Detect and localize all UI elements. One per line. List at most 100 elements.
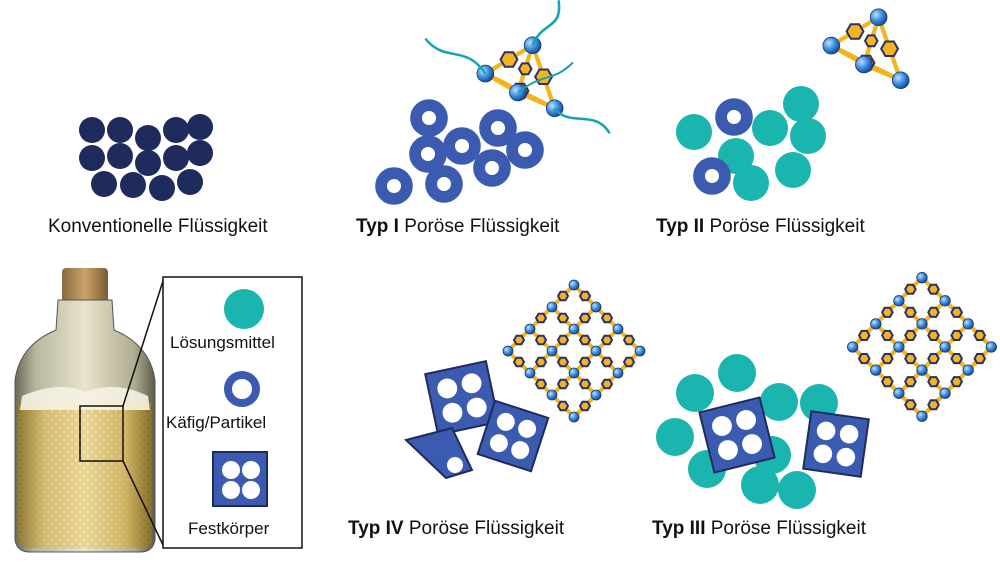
cage-particle (425, 165, 463, 203)
framework-linker (622, 334, 636, 346)
framework-linker (578, 378, 592, 390)
solid-pore (816, 421, 836, 441)
solvent-molecule (187, 114, 213, 140)
caption-type3-suffix: Poröse Flüssigkeit (705, 518, 866, 539)
solid-pore (836, 447, 856, 467)
framework-linker (950, 353, 964, 365)
framework-linker (556, 356, 570, 368)
solvent-molecule (760, 383, 798, 421)
solvent-molecule (107, 117, 133, 143)
framework-linker (512, 356, 526, 368)
framework-linker (904, 376, 917, 388)
cage-particle (443, 127, 481, 165)
solvent-molecule (718, 354, 756, 392)
framework-linker (973, 353, 987, 365)
type3-mixture-cluster (656, 354, 870, 509)
type2-cage-molecule (822, 8, 910, 90)
framework-linker (927, 329, 940, 341)
framework-linker (880, 353, 894, 365)
porous-solid-particle (698, 396, 776, 474)
framework-linker (880, 329, 894, 341)
solvent-molecule (163, 145, 189, 171)
caption-type3: Typ III Poröse Flüssigkeit (652, 518, 866, 540)
solvent-molecule (135, 125, 161, 151)
framework-linker (622, 356, 636, 368)
solvent-molecule (676, 114, 712, 150)
framework-node (634, 345, 646, 357)
solvent-molecule (733, 165, 769, 201)
caption-type1-suffix: Poröse Flüssigkeit (398, 216, 560, 237)
solvent-molecule (149, 175, 175, 201)
framework-linker (880, 376, 894, 388)
cage-linker (517, 62, 533, 76)
solid-pore (839, 424, 859, 444)
cage-particle (375, 167, 413, 205)
solvent-molecule (135, 150, 161, 176)
cage-particle (693, 157, 731, 195)
framework-linker (904, 399, 917, 411)
framework-linker (556, 400, 570, 412)
framework-node (568, 367, 580, 379)
framework-linker (578, 290, 592, 302)
framework-linker (927, 306, 940, 318)
cage-particle (410, 99, 448, 137)
type3-framework-icon (847, 272, 997, 422)
solvent-molecule (177, 169, 203, 195)
framework-node (939, 295, 951, 307)
framework-node (502, 345, 514, 357)
alkyl-chain (424, 37, 487, 75)
porous-solid-particle (476, 399, 550, 473)
framework-node (524, 323, 536, 335)
solvent-molecule (79, 117, 105, 143)
alkyl-chain (553, 107, 611, 134)
conventional-liquid-cluster (79, 114, 213, 201)
framework-node (568, 279, 580, 291)
framework-linker (950, 329, 964, 341)
caption-conventional: Konventionelle Flüssigkeit (48, 216, 268, 237)
framework-linker (904, 283, 917, 295)
framework-linker (512, 334, 526, 346)
type4-solid-fragments (404, 360, 550, 480)
cage-particle (715, 98, 753, 136)
framework-linker (600, 334, 614, 346)
solid-fragment (404, 426, 474, 480)
solid-pore (437, 378, 458, 399)
solid-pore (742, 434, 762, 454)
framework-node (916, 410, 928, 422)
solid-pore (718, 440, 738, 460)
framework-linker (578, 312, 592, 324)
framework-linker (578, 356, 592, 368)
framework-linker (904, 353, 917, 365)
framework-linker (904, 329, 917, 341)
cage-linker (845, 23, 865, 40)
bottle-zoom-box (79, 405, 124, 462)
caption-type1-prefix: Typ I (356, 216, 399, 237)
framework-linker (534, 312, 548, 324)
legend-cage-icon (224, 371, 260, 407)
framework-node (916, 272, 928, 284)
framework-linker (556, 378, 570, 390)
framework-linker (600, 356, 614, 368)
solvent-molecule (775, 152, 811, 188)
framework-node (893, 387, 905, 399)
type1-cage-molecule (424, 0, 611, 134)
type2-mixture-cluster (676, 86, 826, 201)
solvent-molecule (163, 117, 189, 143)
caption-type1: Typ I Poröse Flüssigkeit (356, 216, 559, 238)
solvent-molecule (790, 118, 826, 154)
framework-node (939, 387, 951, 399)
solid-body (802, 410, 870, 478)
framework-node (546, 301, 558, 313)
caption-type2: Typ II Poröse Flüssigkeit (656, 216, 865, 238)
solid-pore (447, 457, 463, 473)
framework-linker (578, 400, 592, 412)
framework-node (893, 295, 905, 307)
framework-node (590, 389, 602, 401)
framework-node (847, 341, 859, 353)
framework-node (916, 364, 928, 376)
solvent-molecule (752, 110, 788, 146)
framework-linker (556, 290, 570, 302)
framework-linker (927, 399, 940, 411)
framework-node (568, 411, 580, 423)
porous-solid-particle (802, 410, 870, 478)
